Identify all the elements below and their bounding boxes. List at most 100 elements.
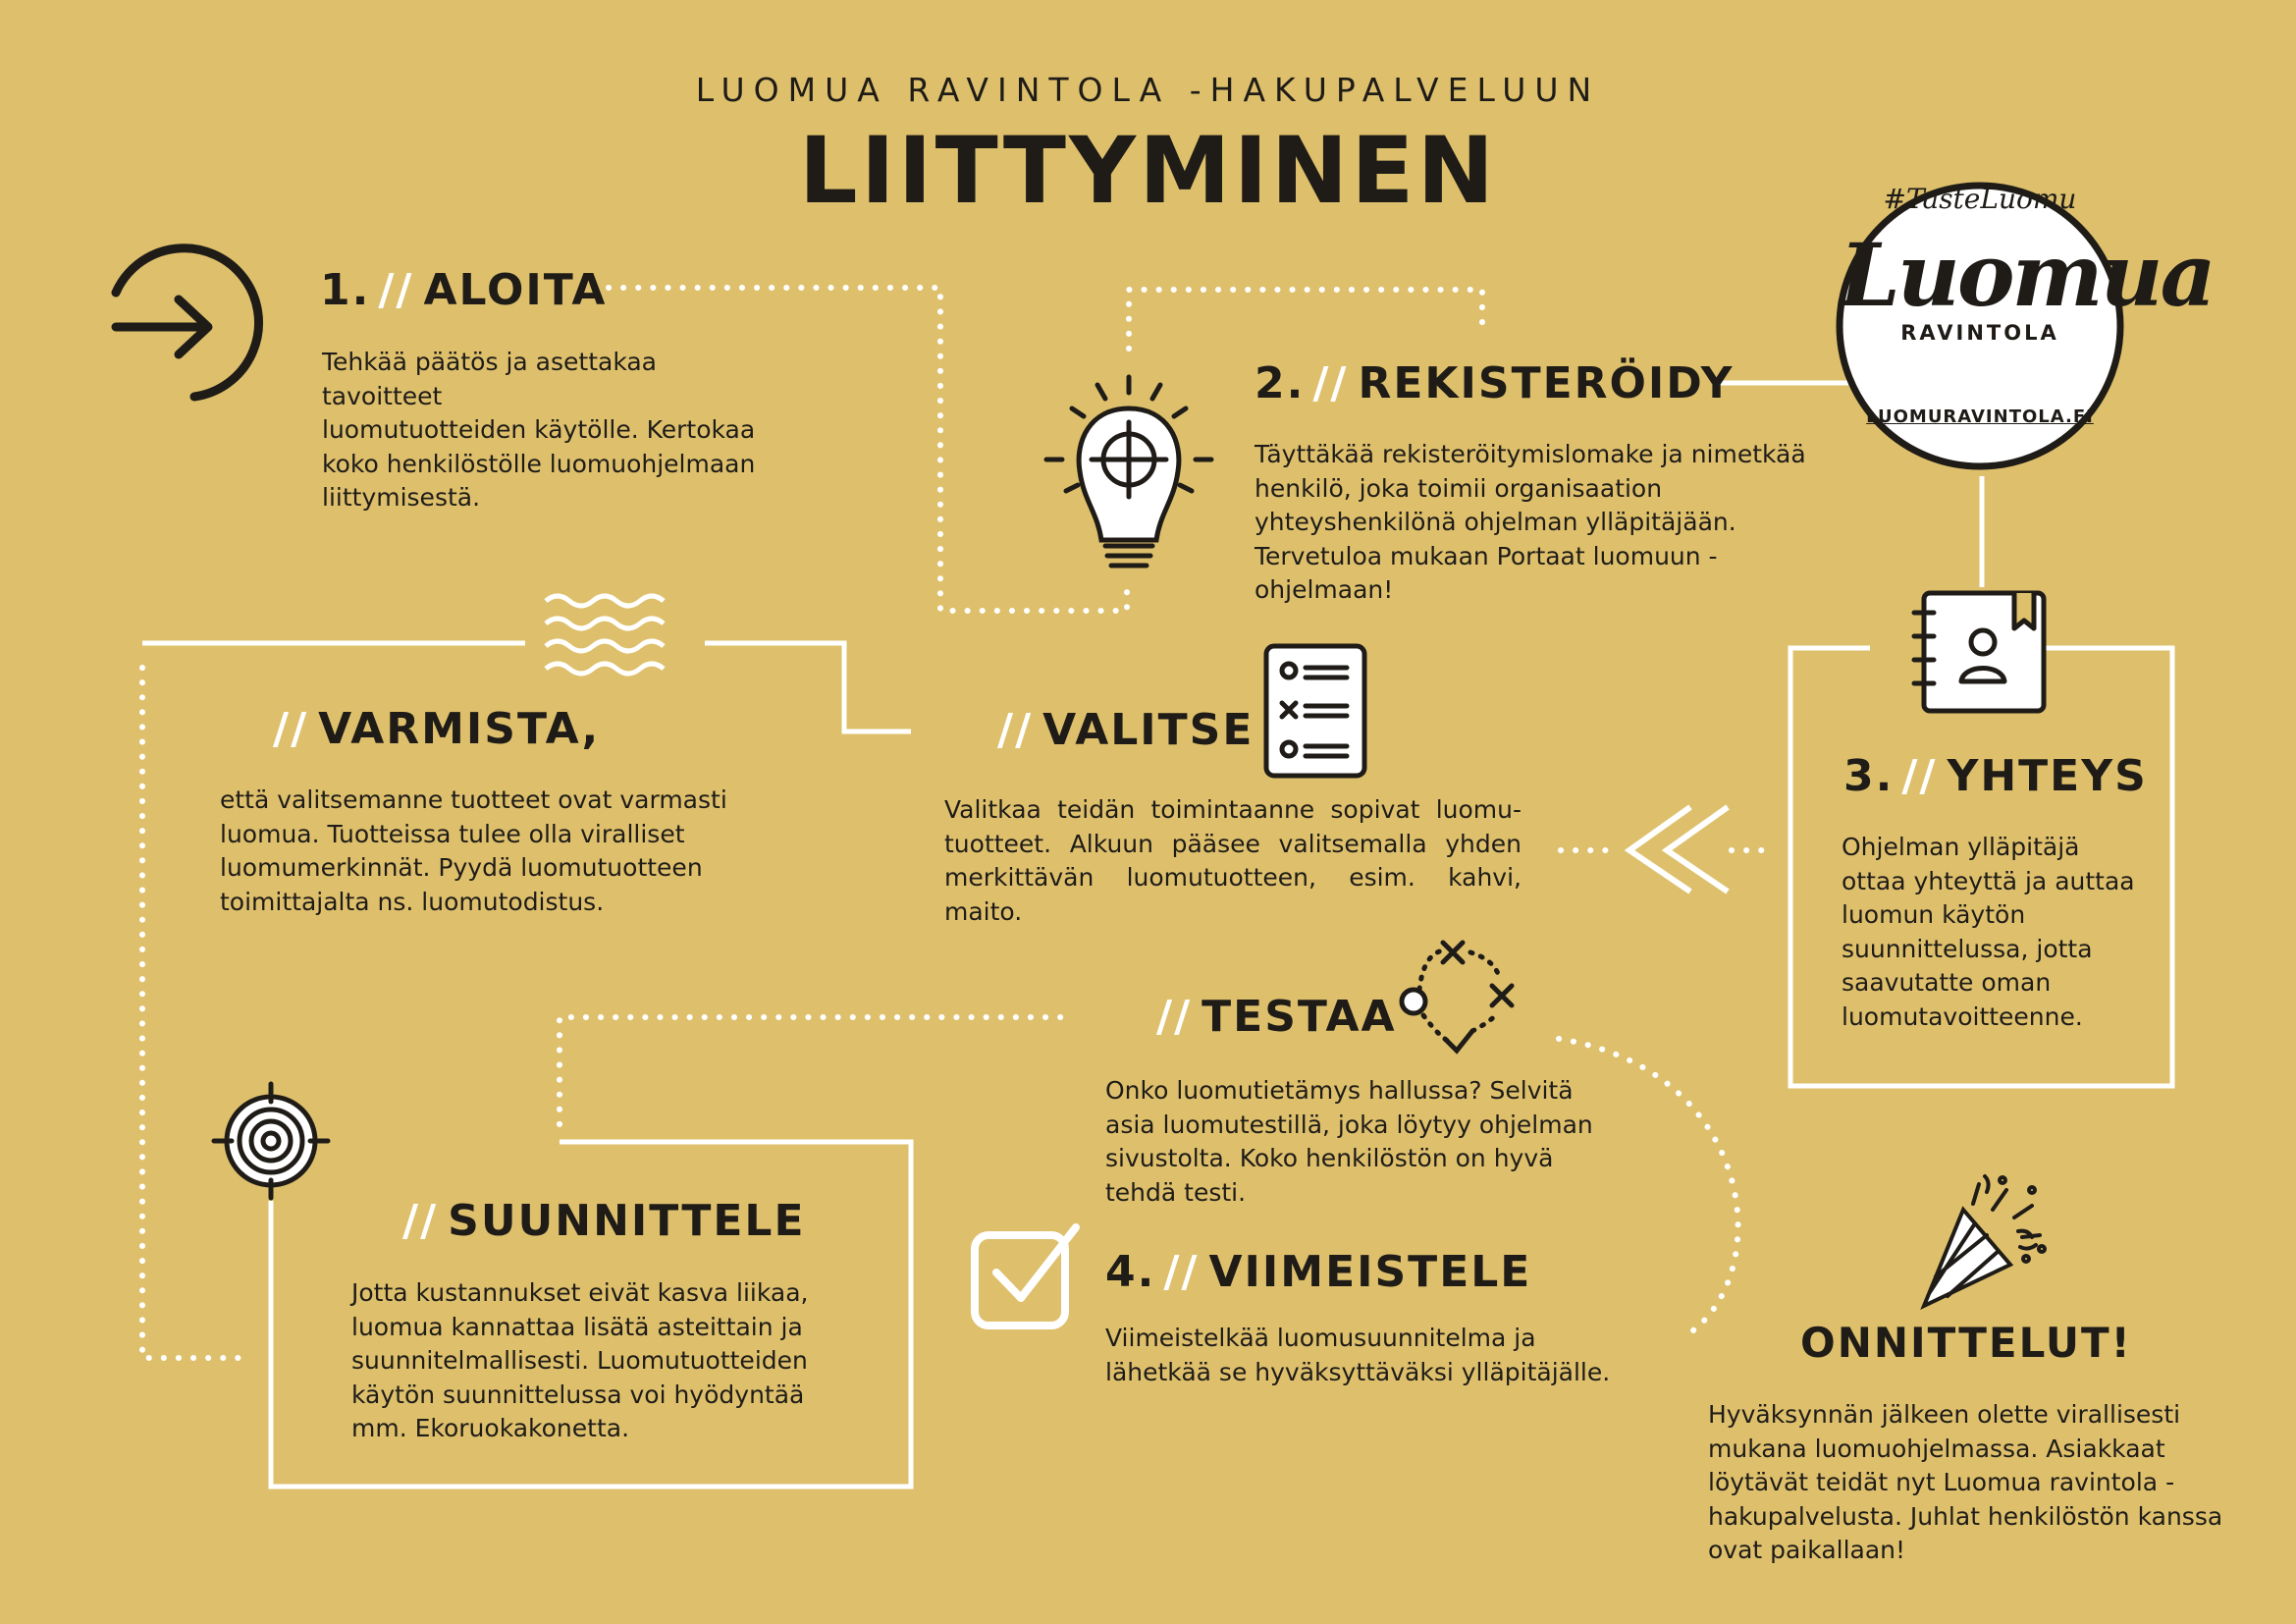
text-line: liittymisestä. <box>322 483 481 512</box>
step-separator: // <box>997 705 1034 755</box>
connector-bulb-register <box>1126 287 1485 352</box>
step-title: TESTAA <box>1201 992 1397 1042</box>
text-line: Ohjelman ylläpitäjä <box>1842 833 2080 861</box>
step-rekisteroidy-text: Täyttäkää rekisteröitymislomake ja nimet… <box>1255 438 1843 608</box>
step-number: 4. <box>1105 1247 1156 1297</box>
step-testaa-heading: //TESTAA <box>1156 992 1397 1042</box>
step-onnittelut-text: Hyväksynnän jälkeen olette virallisesti … <box>1708 1398 2268 1568</box>
page-title: LIITTYMINEN <box>798 118 1498 225</box>
text-line: saavutatte oman <box>1842 968 2052 997</box>
step-separator: // <box>1901 751 1938 801</box>
frame-suunnittele <box>268 1139 914 1489</box>
step-viimeistele-text: Viimeistelkää luomusuunnitelma ja lähetk… <box>1105 1322 1616 1389</box>
text-line: löytävät teidät nyt Luomua ravintola - <box>1708 1468 2175 1496</box>
text-line: mm. Ekoruokakonetta. <box>351 1414 630 1442</box>
checkbox-icon <box>971 1223 1080 1329</box>
subtitle: LUOMUA RAVINTOLA -HAKUPALVELUUN <box>695 71 1601 109</box>
double-chevron-left-icon <box>1624 804 1730 894</box>
text-line: Täyttäkää rekisteröitymislomake ja nimet… <box>1255 440 1806 468</box>
text-line: yhteyshenkilönä ohjelman ylläpitäjään. <box>1255 508 1736 536</box>
step-separator: // <box>1163 1247 1200 1297</box>
text-line: Tehkää päätös ja asettakaa tavoitteet <box>322 348 657 410</box>
checklist-icon <box>1263 643 1367 779</box>
connector-valitse-waves <box>705 640 911 734</box>
step-yhteys-text: Ohjelman ylläpitäjä ottaa yhteyttä ja au… <box>1842 831 2156 1034</box>
contact-book-icon <box>1911 590 2047 714</box>
lightbulb-icon <box>1043 374 1214 568</box>
step-separator: // <box>402 1196 439 1246</box>
text-line: tehdä testi. <box>1105 1177 1247 1207</box>
text-line: luomutavoitteenne. <box>1842 1001 2083 1031</box>
text-line: lähetkää se hyväksyttäväksi ylläpitäjäll… <box>1105 1357 1611 1386</box>
connector-aloita-rekisteroidy <box>606 285 1130 614</box>
text-line: merkittävän luomutuotteen, esim. kahvi, … <box>944 863 1522 926</box>
badge-subtitle: RAVINTOLA <box>1900 321 2059 345</box>
step-varmista-text: että valitsemanne tuotteet ovat varmasti… <box>220 784 730 919</box>
text-line: henkilö, joka toimii organisaation <box>1255 473 1663 503</box>
step-valitse-heading: //VALITSE <box>997 705 1254 755</box>
text-line: toimittajalta ns. luomutodistus. <box>220 887 605 916</box>
text-line: luomua. Tuotteissa tulee olla viralliset <box>220 819 685 848</box>
text-line: luomutuotteiden käytölle. Kertokaa <box>322 415 756 444</box>
text-line: ohjelmaan! <box>1255 575 1394 604</box>
waves-icon <box>544 593 666 677</box>
step-aloita-text: Tehkää päätös ja asettakaa tavoitteet lu… <box>322 346 783 515</box>
text-line: ottaa yhteyttä ja auttaa <box>1842 866 2135 895</box>
step-title: REKISTERÖIDY <box>1358 358 1735 408</box>
text-line: luomumerkinnät. Pyydä luomutuotteen <box>220 853 703 882</box>
badge-circle <box>1836 182 2124 470</box>
frame-yhteys <box>1788 645 2175 1089</box>
step-onnittelut-heading: ONNITTELUT! <box>1800 1319 2132 1367</box>
step-title: SUUNNITTELE <box>448 1196 806 1246</box>
text-line: Hyväksynnän jälkeen olette virallisesti <box>1708 1400 2181 1429</box>
text-line: mukana luomuohjelmassa. Asiakkaat <box>1708 1434 2165 1463</box>
step-title: ONNITTELUT! <box>1800 1319 2132 1367</box>
target-icon <box>211 1081 331 1201</box>
step-viimeistele-heading: 4.//VIIMEISTELE <box>1105 1247 1531 1297</box>
text-line: tuotteet. Alkuun pääsee valitsemalla yhd… <box>944 829 1522 858</box>
connector-left-down <box>139 665 253 1361</box>
text-line: koko henkilöstölle luomuohjelmaan <box>322 449 756 478</box>
text-line: hakupalvelusta. Juhlat henkilöstön kanss… <box>1708 1501 2223 1531</box>
step-varmista-heading: //VARMISTA, <box>273 704 600 754</box>
text-line: Jotta kustannukset eivät kasva liikaa, <box>351 1278 809 1307</box>
enter-arrow-icon <box>111 244 264 402</box>
text-line: että valitsemanne tuotteet ovat varmasti <box>220 785 727 814</box>
connector-testaa-arc <box>1556 1036 1741 1338</box>
text-line: suunnittelussa, jotta <box>1842 934 2093 963</box>
text-line: asia luomutestillä, joka löytyy ohjelman <box>1105 1110 1593 1139</box>
text-line: suunnitelmallisesti. Luomutuotteiden <box>351 1346 808 1375</box>
step-suunnittele-text: Jotta kustannukset eivät kasva liikaa, l… <box>351 1276 862 1446</box>
step-number: 1. <box>320 265 371 315</box>
step-number: 2. <box>1255 358 1306 408</box>
badge-hashtag: #TasteLuomu <box>1883 183 2077 215</box>
text-line: Tervetuloa mukaan Portaat luomuun - <box>1255 541 1718 570</box>
text-line: käytön suunnittelussa voi hyödyntää <box>351 1380 805 1409</box>
step-separator: // <box>1156 992 1193 1042</box>
badge-url-link[interactable]: LUOMURAVINTOLA.FI <box>1866 406 2094 427</box>
badge-logo: Luomua <box>1840 224 2216 326</box>
text-line: ovat paikallaan! <box>1708 1536 1906 1564</box>
step-number: 3. <box>1843 751 1895 801</box>
connector-suunnittele-testaa <box>557 1014 1073 1127</box>
text-line: luomua kannattaa lisätä asteittain ja <box>351 1312 803 1341</box>
text-line: luomun käytön <box>1842 900 2026 929</box>
step-title: YHTEYS <box>1947 751 2148 801</box>
text-line: sivustolta. Koko henkilöstön on hyvä <box>1105 1144 1554 1172</box>
step-separator: // <box>1312 358 1349 408</box>
step-separator: // <box>273 704 309 754</box>
step-yhteys-heading: 3.//YHTEYS <box>1843 751 2148 801</box>
step-title: VARMISTA, <box>318 704 601 754</box>
step-title: ALOITA <box>423 265 608 315</box>
text-line: Viimeistelkää luomusuunnitelma ja <box>1105 1324 1536 1352</box>
step-title: VALITSE <box>1042 705 1255 755</box>
step-testaa-text: Onko luomutietämys hallussa? Selvitä asi… <box>1105 1074 1596 1210</box>
route-plan-icon <box>1399 940 1515 1055</box>
step-valitse-text: Valitkaa teidän toimintaanne sopivat luo… <box>944 793 1522 929</box>
party-horn-icon <box>1920 1174 2047 1311</box>
text-line: Valitkaa teidän toimintaanne sopivat luo… <box>944 795 1522 824</box>
step-separator: // <box>378 265 414 315</box>
step-rekisteroidy-heading: 2.//REKISTERÖIDY <box>1255 358 1735 408</box>
step-suunnittele-heading: //SUUNNITTELE <box>402 1196 806 1246</box>
